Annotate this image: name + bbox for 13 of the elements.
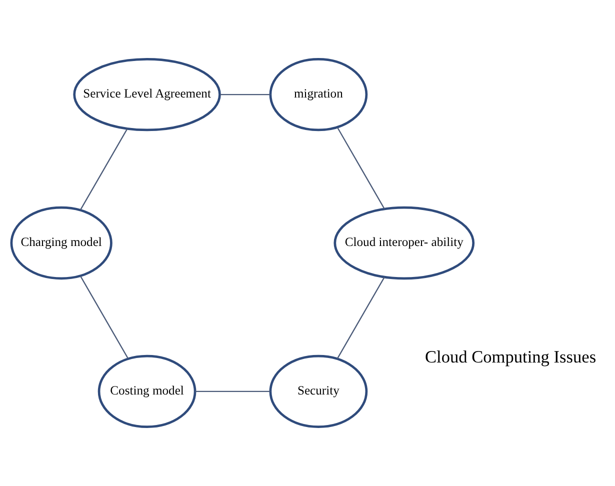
node-ellipse: Charging model bbox=[10, 206, 112, 280]
node-ellipse: Service Level Agreement bbox=[73, 58, 221, 132]
node-ellipse: migration bbox=[269, 58, 368, 132]
connector bbox=[220, 94, 270, 96]
connector bbox=[336, 276, 385, 360]
label: Cloud Computing Issues bbox=[425, 347, 596, 366]
node-ellipse: Costing model bbox=[98, 354, 196, 428]
node-ellipse: Cloud interoper- ability bbox=[334, 206, 475, 280]
connector bbox=[195, 390, 270, 392]
connector bbox=[80, 128, 128, 210]
connector bbox=[80, 276, 129, 359]
node-ellipse: Security bbox=[269, 354, 368, 428]
connector bbox=[336, 127, 385, 210]
